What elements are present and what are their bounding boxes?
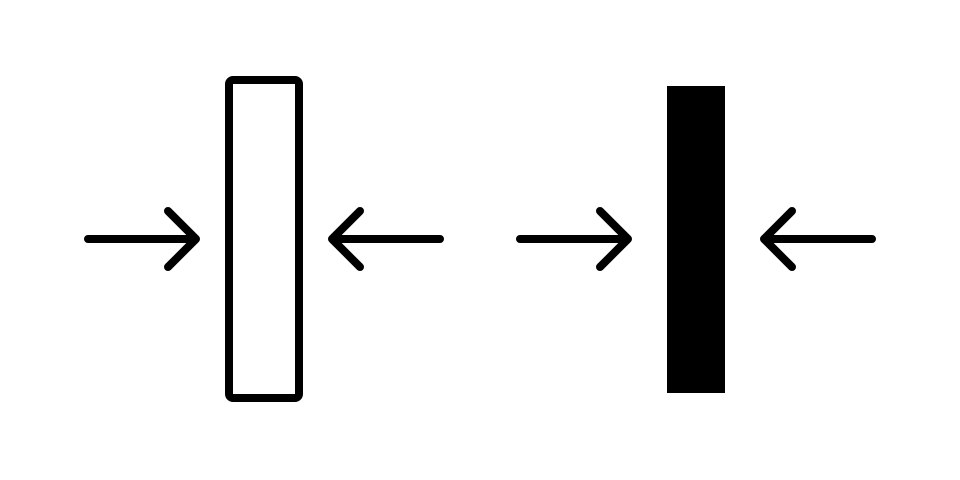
compress-filled-icon [516, 86, 876, 393]
right-arrow-icon [760, 207, 876, 271]
left-arrow-icon [84, 207, 200, 271]
outline-bar [225, 76, 303, 402]
filled-bar [667, 86, 725, 393]
right-arrow-icon [328, 207, 444, 271]
compress-outline-icon [84, 76, 444, 402]
left-arrow-icon [516, 207, 632, 271]
